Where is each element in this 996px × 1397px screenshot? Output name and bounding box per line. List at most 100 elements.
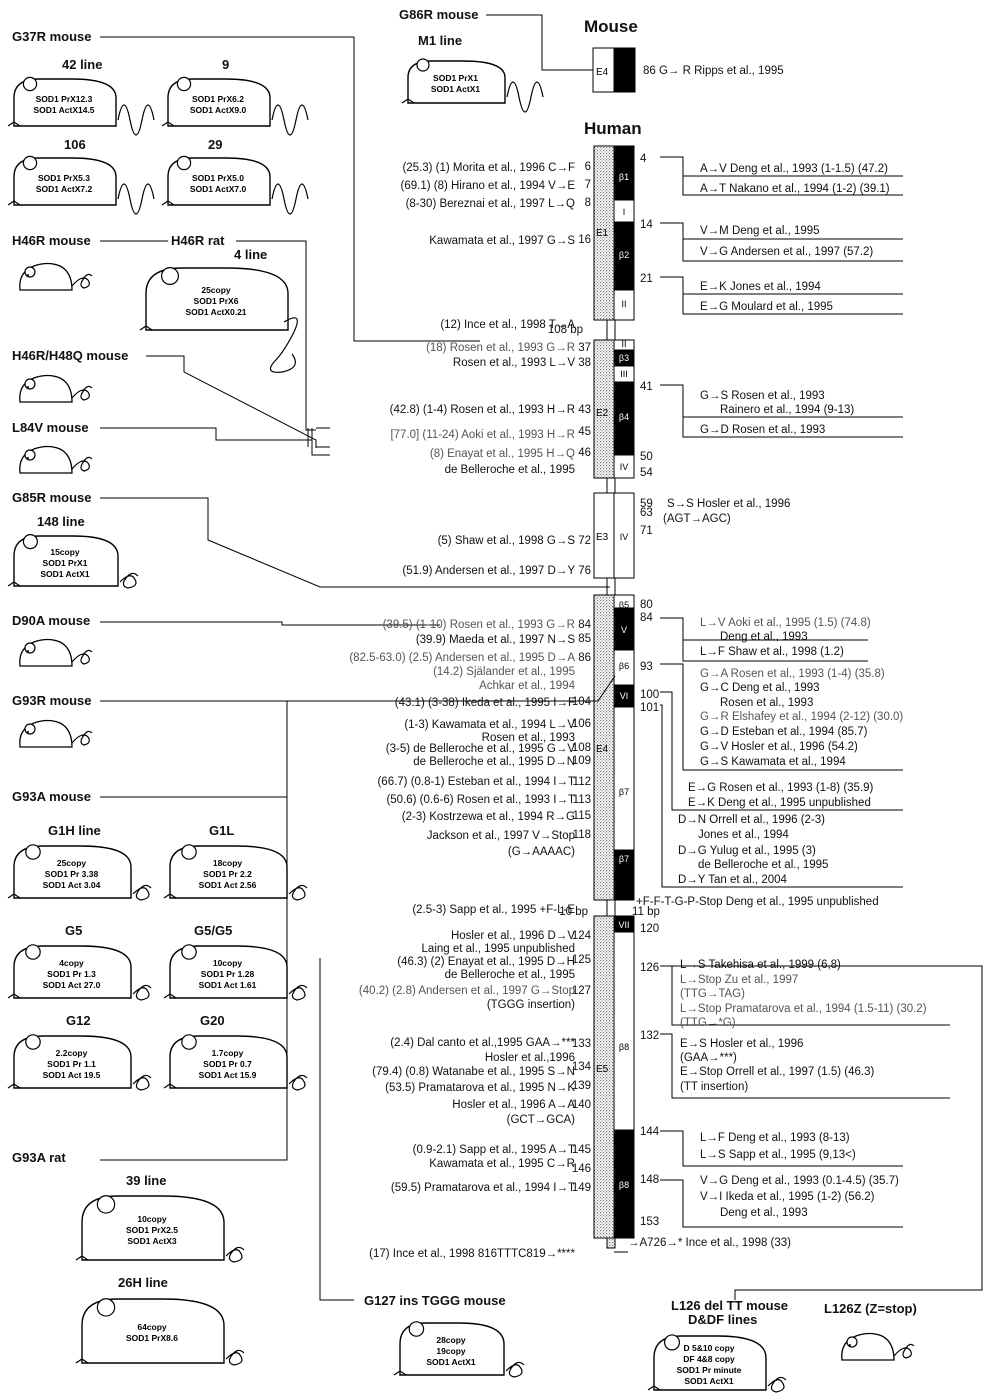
transgene-label: SOD1 ActX3 — [84, 1236, 220, 1247]
residue-position: 7 — [585, 178, 591, 192]
transgene-label: SOD1 PrX5.3 — [16, 173, 112, 184]
residue-position: 71 — [640, 524, 653, 538]
residue-position: 118 — [573, 828, 591, 842]
right-mutation-annotation: L→S Sapp et al., 1995 (9,13<) — [700, 1148, 856, 1162]
right-mutation-annotation: V→G Andersen et al., 1997 (57.2) — [700, 245, 873, 259]
transgene-label: SOD1 Pr 0.7 — [172, 1059, 283, 1070]
left-mutation-annotation: Kawamata et al., 1997 G→S — [429, 234, 575, 248]
model-label: 29 — [208, 138, 222, 152]
residue-position: 112 — [573, 775, 591, 789]
left-mutation-annotation: (17) Ince et al., 1998 816TTTC819→**** — [369, 1247, 575, 1261]
residue-position: 144 — [640, 1125, 659, 1139]
left-mutation-annotation: (2-3) Kostrzewa et al., 1994 R→G — [402, 810, 575, 824]
model-label: G20 — [200, 1014, 225, 1028]
right-mutation-annotation: G→R Elshafey et al., 1994 (2-12) (30.0) — [700, 710, 903, 724]
right-mutation-annotation: L→F Deng et al., 1993 (8-13) — [700, 1131, 850, 1145]
right-mutation-annotation: A→V Deng et al., 1993 (1-1.5) (47.2) — [700, 162, 888, 176]
exon-label: E1 — [596, 228, 609, 239]
strand-label: IV — [620, 462, 629, 472]
residue-position: 8 — [585, 196, 591, 210]
mouse-exon-e4-dark — [614, 48, 635, 92]
left-mutation-annotation: (42.8) (1-4) Rosen et al., 1993 H→R — [390, 403, 575, 417]
residue-position: 126 — [640, 961, 659, 975]
right-mutation-annotation: G→C Deng et al., 1993 — [700, 681, 820, 695]
right-mutation-annotation: D→N Orrell et al., 1996 (2-3) — [678, 813, 825, 827]
strand-segment — [614, 707, 634, 850]
model-label: G12 — [66, 1014, 91, 1028]
right-mutation-annotation: E→G Moulard et al., 1995 — [700, 300, 833, 314]
transgene-label: SOD1 ActX1 — [16, 569, 114, 580]
model-label: G93R mouse — [12, 694, 91, 708]
transgene-label: SOD1 PrX1 — [410, 73, 501, 84]
left-mutation-annotation: Hosler et al., 1996 D→V — [451, 929, 575, 943]
right-mutation-annotation: E→S Hosler et al., 1996 — [680, 1037, 803, 1051]
model-label: L84V mouse — [12, 421, 89, 435]
residue-position: 45 — [578, 425, 591, 439]
transgene-label: SOD1 Pr 3.38 — [16, 869, 127, 880]
right-mutation-annotation: L→Stop Pramatarova et al., 1994 (1.5-11)… — [680, 1002, 927, 1016]
strand-label: III — [620, 369, 628, 379]
residue-position: 6 — [585, 160, 591, 174]
transgene-label: 19copy — [402, 1346, 500, 1357]
residue-position: 50 — [640, 450, 653, 464]
left-mutation-annotation: (69.1) (8) Hirano et al., 1994 V→E — [401, 179, 576, 193]
residue-position: 132 — [640, 1029, 659, 1043]
transgene-label: SOD1 ActX1 — [656, 1376, 762, 1387]
mouse-icon — [836, 1328, 916, 1364]
model-label: 42 line — [62, 58, 102, 72]
right-mutation-annotation: →A726→* Ince et al., 1998 (33) — [628, 1236, 791, 1250]
residue-position: 84 — [578, 618, 591, 632]
right-mutation-annotation: G→A Rosen et al., 1993 (1-4) (35.8) — [700, 667, 885, 681]
residue-position: 43 — [578, 403, 591, 417]
right-mutation-annotation: E→K Jones et al., 1994 — [700, 280, 821, 294]
transgene-label: SOD1 Act 19.5 — [16, 1070, 127, 1081]
right-mutation-annotation: S→S Hosler et al., 1996 — [667, 497, 790, 511]
strand-label: II — [621, 339, 626, 349]
strand-label: β7 — [619, 854, 629, 864]
transgene-label: SOD1 Pr 1.28 — [172, 969, 283, 980]
residue-position: 100 — [640, 688, 659, 702]
transgene-label: DF 4&8 copy — [656, 1354, 762, 1365]
right-mutation-annotation: G→S Rosen et al., 1993 — [700, 389, 825, 403]
left-mutation-annotation: (5) Shaw et al., 1998 G→S — [438, 534, 575, 548]
left-mutation-annotation: de Belleroche et al., 1995 — [445, 968, 575, 982]
transgene-label: 10copy — [84, 1214, 220, 1225]
left-mutation-annotation: (2.4) Dal canto et al.,1995 GAA→*** — [390, 1036, 575, 1050]
residue-position: 148 — [640, 1173, 659, 1187]
transgene-label: SOD1 ActX0.21 — [148, 307, 284, 318]
left-mutation-annotation: (43.1) (3-38) Ikeda et al., 1995 I→F — [395, 696, 575, 710]
right-mutation-annotation: A→T Nakano et al., 1994 (1-2) (39.1) — [700, 182, 890, 196]
strand-label: β6 — [619, 661, 629, 671]
transgene-label: SOD1 ActX7.2 — [16, 184, 112, 195]
mouse-icon — [14, 370, 94, 406]
right-mutation-annotation: G→D Esteban et al., 1994 (85.7) — [700, 725, 867, 739]
transgene-label: 1.7copy — [172, 1048, 283, 1059]
model-label: G5 — [65, 924, 82, 938]
strand-label: VI — [620, 691, 629, 701]
transgene-label: SOD1 PrX5.0 — [170, 173, 266, 184]
transgene-label: SOD1 Act 1.61 — [172, 980, 283, 991]
transgene-label: 15copy — [16, 547, 114, 558]
residue-position: 72 — [578, 534, 591, 548]
right-mutation-annotation: V→G Deng et al., 1993 (0.1-4.5) (35.7) — [700, 1174, 899, 1188]
model-label: H46R rat — [171, 234, 224, 248]
transgene-label: 4copy — [16, 958, 127, 969]
model-label: D&DF lines — [688, 1313, 757, 1327]
model-label: H46R/H48Q mouse — [12, 349, 128, 363]
transgene-label: SOD1 Act 27.0 — [16, 980, 127, 991]
transgene-label: SOD1 PrX6 — [148, 296, 284, 307]
right-mutation-annotation: L→S Takehisa et al., 1999 (6,8) — [680, 958, 841, 972]
strand-label: β3 — [619, 353, 629, 363]
strand-label: β4 — [619, 412, 629, 422]
model-label: 148 line — [37, 515, 85, 529]
model-label: L126Z (Z=stop) — [824, 1302, 917, 1316]
model-label: G86R mouse — [399, 8, 478, 22]
transgene-label: SOD1 ActX9.0 — [170, 105, 266, 116]
left-mutation-annotation: Kawamata et al., 1995 C→R — [429, 1157, 575, 1171]
right-mutation-annotation: L→F Shaw et al., 1998 (1.2) — [700, 645, 844, 659]
exon-label: E4 — [596, 67, 609, 78]
residue-position: 120 — [640, 922, 659, 936]
transgene-label: SOD1 ActX1 — [402, 1357, 500, 1368]
transgene-label: SOD1 PrX12.3 — [16, 94, 112, 105]
left-mutation-annotation: (8-30) Bereznai et al., 1997 L→Q — [406, 197, 575, 211]
